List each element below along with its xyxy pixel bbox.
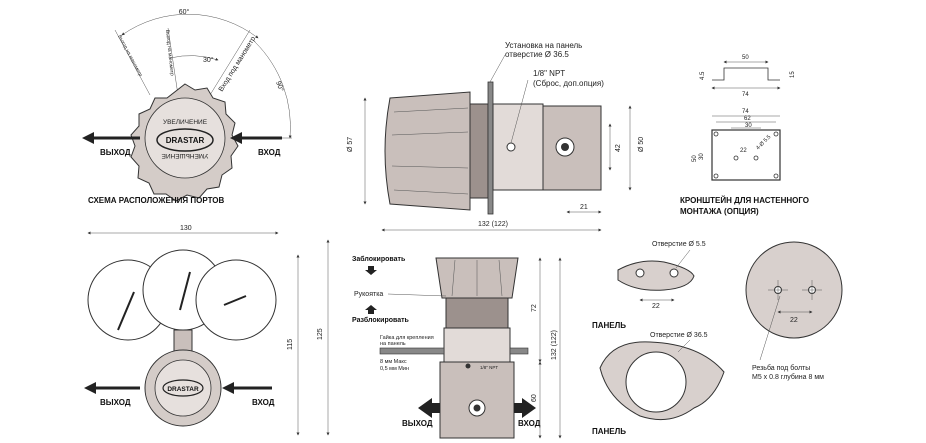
npt-label: 1/8" NPT [533,69,565,78]
panel-hole-label: отверстие Ø 36.5 [505,50,569,59]
panel-mount-label: Установка на панель [505,41,582,50]
bracket-w74a: 74 [742,92,749,98]
detail-dim-22: 22 [790,317,798,324]
bracket-h30: 30 [699,153,705,160]
front-inlet-label: ВХОД [252,398,275,407]
angle-60: 60° [179,8,190,16]
thread-label-2: M5 x 0.8 глубина 8 мм [752,373,824,381]
dim-115: 115 [287,339,294,350]
npt-small-label: 1/8" NPT [480,365,498,370]
dim-42: 42 [615,144,622,152]
center-inlet-label: ВХОД [518,419,541,428]
handle-label: Рукоятка [354,291,383,298]
dim-72: 72 [531,304,538,312]
dim-125: 125 [317,328,324,340]
dim-d50: Ø 50 [638,137,645,152]
bracket-caption-2: МОНТАЖА (ОПЦИЯ) [680,207,759,216]
port-scheme-caption: СХЕМА РАСПОЛОЖЕНИЯ ПОРТОВ [88,196,224,205]
dim-60: 60 [531,394,538,402]
increase-label: УВЕЛИЧЕНИЕ [163,119,208,126]
port-scheme: DRASTAR УВЕЛИЧЕНИЕ УМЕНЬШЕНИЕ ВЫХОД ВХОД… [82,8,292,205]
front-gauge-view: 130 DRASTAR ВЫХОД ВХОД 115 125 [84,225,330,436]
dim-132: 132 (122) [478,221,508,228]
dim-132-vertical: 132 (122) [551,330,558,360]
bracket-h45: 4.5 [700,71,706,80]
nut-label-1: Гайка для крепления [380,334,434,341]
angle-90: 90° [274,80,285,93]
bracket-w50: 50 [742,55,749,61]
gauge-in-label: Вход под манометр [218,36,258,94]
bracket-caption-1: КРОНШТЕЙН ДЛЯ НАСТЕННОГО [680,196,809,205]
min-label: 0,5 мм Мин [380,366,409,372]
bracket-h50: 50 [692,155,698,162]
nut-label-2: на панель [380,341,406,347]
max-label: 8 мм Макс [380,359,407,365]
lock-arrow-icon [365,266,377,275]
hole-55-label: Отверстие Ø 5.5 [652,241,706,248]
center-outlet-label: ВЫХОД [402,419,433,428]
dim-d57: Ø 57 [347,137,354,152]
bracket-w74: 74 [742,109,749,115]
center-vertical-view: ВЫХОД ВХОД Заблокировать Рукоятка Разбло… [352,255,562,439]
bracket-w62: 62 [744,116,751,122]
unlock-label: Разблокировать [352,316,410,324]
bracket-w30: 30 [745,123,752,129]
panel-label-2: ПАНЕЛЬ [592,427,626,436]
unlock-arrow-icon [365,305,377,314]
panel-cutouts: Отверстие Ø 5.5 22 ПАНЕЛЬ Отверстие Ø 36… [592,241,725,436]
bracket-h15: 15 [790,71,796,78]
thread-detail: 22 Резьба под болты M5 x 0.8 глубина 8 м… [745,241,843,381]
bracket-w22: 22 [740,148,747,154]
outlet-label: ВЫХОД [100,148,131,157]
gauge-out-label-2: Выход на манометр [164,30,175,77]
front-outlet-label: ВЫХОД [100,398,131,407]
lock-label: Заблокировать [352,255,406,263]
front-brand-logo: DRASTAR [167,386,199,393]
decrease-label: УМЕНЬШЕНИЕ [161,152,208,159]
side-view: Ø 57 Ø 50 42 21 132 (122) Установка на п… [347,41,645,232]
npt-note: (Сброс, доп.опция) [533,79,604,88]
panel-label-1: ПАНЕЛЬ [592,321,626,330]
brand-logo: DRASTAR [166,136,205,145]
inlet-label: ВХОД [258,148,281,157]
thread-label-1: Резьба под болты [752,364,810,372]
dim-130: 130 [180,225,192,232]
gauge-out-label: Выход на манометр [116,34,143,78]
bracket: 50 74 15 4.5 74 62 30 22 30 50 4-Ø 5.5 К… [680,55,809,216]
hole-365-label: Отверстие Ø 36.5 [650,332,708,339]
dim-21: 21 [580,204,588,211]
panel-dim-22: 22 [652,303,660,310]
angle-30: 30° [203,56,214,64]
